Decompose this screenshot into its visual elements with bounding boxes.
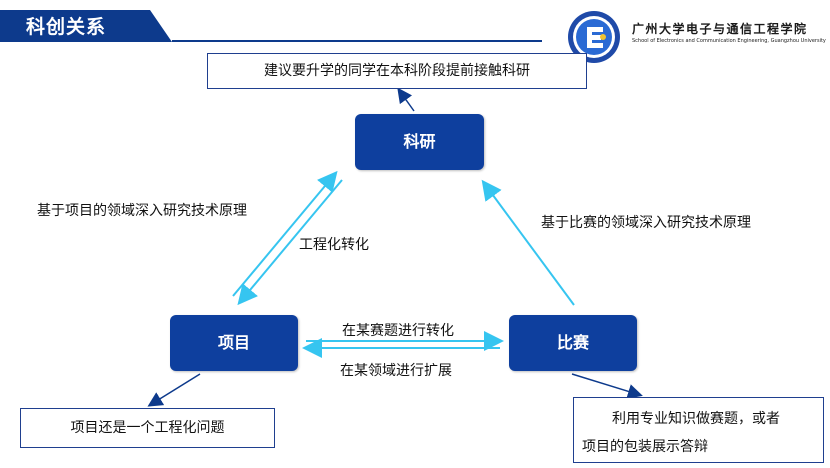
note-research: 建议要升学的同学在本科阶段提前接触科研 [207,53,587,89]
node-project: 项目 [170,315,298,371]
university-name-en: School of Electronics and Communication … [632,38,826,44]
label-contest-to-research: 基于比赛的领域深入研究技术原理 [541,215,751,231]
label-contest-to-project: 在某领域进行扩展 [340,363,452,379]
arrow-contest-to-research [481,179,575,306]
header-band [0,10,172,42]
header-rule [172,40,542,42]
note-project: 项目还是一个工程化问题 [20,408,275,448]
page-title: 科创关系 [26,16,107,38]
note-contest-line1: 利用专业知识做赛题，或者 [612,411,780,427]
node-contest: 比赛 [509,315,637,371]
note-contest-line2: 项目的包装展示答辩 [582,439,708,455]
label-engineering: 工程化转化 [299,237,369,253]
note-contest: 利用专业知识做赛题，或者 项目的包装展示答辩 [573,397,824,463]
arrow-research-to-project [237,179,343,306]
arrow-project-to-note [147,373,201,407]
node-research: 科研 [355,114,484,170]
arrow-research-to-note [397,87,415,112]
label-project-to-contest: 在某赛题进行转化 [342,323,454,339]
university-logo-icon [568,11,620,63]
university-name-cn: 广州大学电子与通信工程学院 [632,22,808,36]
arrow-project-to-research [232,170,338,297]
arrow-contest-to-note [571,373,643,399]
label-project-to-research: 基于项目的领域深入研究技术原理 [37,203,247,219]
